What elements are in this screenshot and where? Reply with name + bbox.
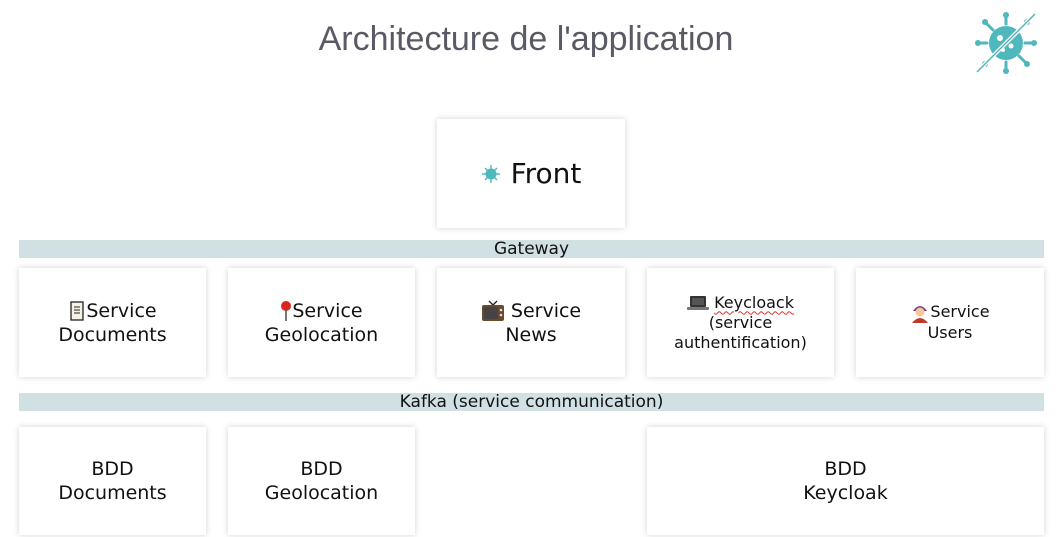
kafka-label: Kafka (service communication) [399, 392, 664, 412]
service-users-line2: Users [927, 322, 973, 342]
bdd-documents-line1: BDD [91, 458, 134, 480]
kafka-band: Kafka (service communication) [19, 392, 1044, 412]
bdd-geolocation-line1: BDD [300, 458, 343, 480]
service-documents-line2: Documents [58, 323, 167, 346]
gateway-label: Gateway [493, 239, 570, 259]
page-title: Architecture de l'application [318, 20, 734, 58]
laptop-icon [686, 296, 709, 310]
bdd-keycloak-line1: BDD [824, 458, 867, 480]
service-geolocation-card: Service Geolocation [228, 268, 415, 377]
gateway-band: Gateway [19, 239, 1044, 259]
keycloack-line3: authentification) [674, 332, 807, 352]
service-news-line2: News [505, 323, 557, 346]
keycloack-line2: (service [708, 312, 773, 332]
service-news-card: Service News [437, 268, 625, 377]
virus-logo-icon [975, 12, 1037, 74]
bdd-geolocation-card: BDD Geolocation [228, 427, 415, 535]
bdd-keycloak-line2: Keycloak [803, 482, 888, 504]
pushpin-icon [281, 301, 292, 321]
virus-icon [481, 164, 500, 183]
service-documents-card: Service Documents [19, 268, 206, 377]
service-geolocation-line1: Service [292, 299, 363, 322]
person-icon [912, 305, 929, 323]
service-documents-line1: Service [86, 299, 157, 322]
service-news-line1: Service [510, 299, 582, 322]
keycloack-card: Keycloack (service authentification) [647, 268, 834, 377]
service-users-line1: Service [930, 302, 990, 322]
bdd-documents-line2: Documents [58, 482, 167, 504]
bdd-keycloak-card: BDD Keycloak [647, 427, 1044, 535]
scroll-icon [70, 301, 85, 321]
bdd-geolocation-line2: Geolocation [264, 482, 379, 504]
bdd-documents-card: BDD Documents [19, 427, 206, 535]
front-label: Front [510, 156, 582, 190]
front-card: Front [437, 119, 625, 228]
service-users-card: Service Users [856, 268, 1044, 377]
tv-icon [481, 300, 504, 321]
keycloack-line1: Keycloack [714, 292, 794, 312]
service-geolocation-line2: Geolocation [264, 323, 379, 346]
